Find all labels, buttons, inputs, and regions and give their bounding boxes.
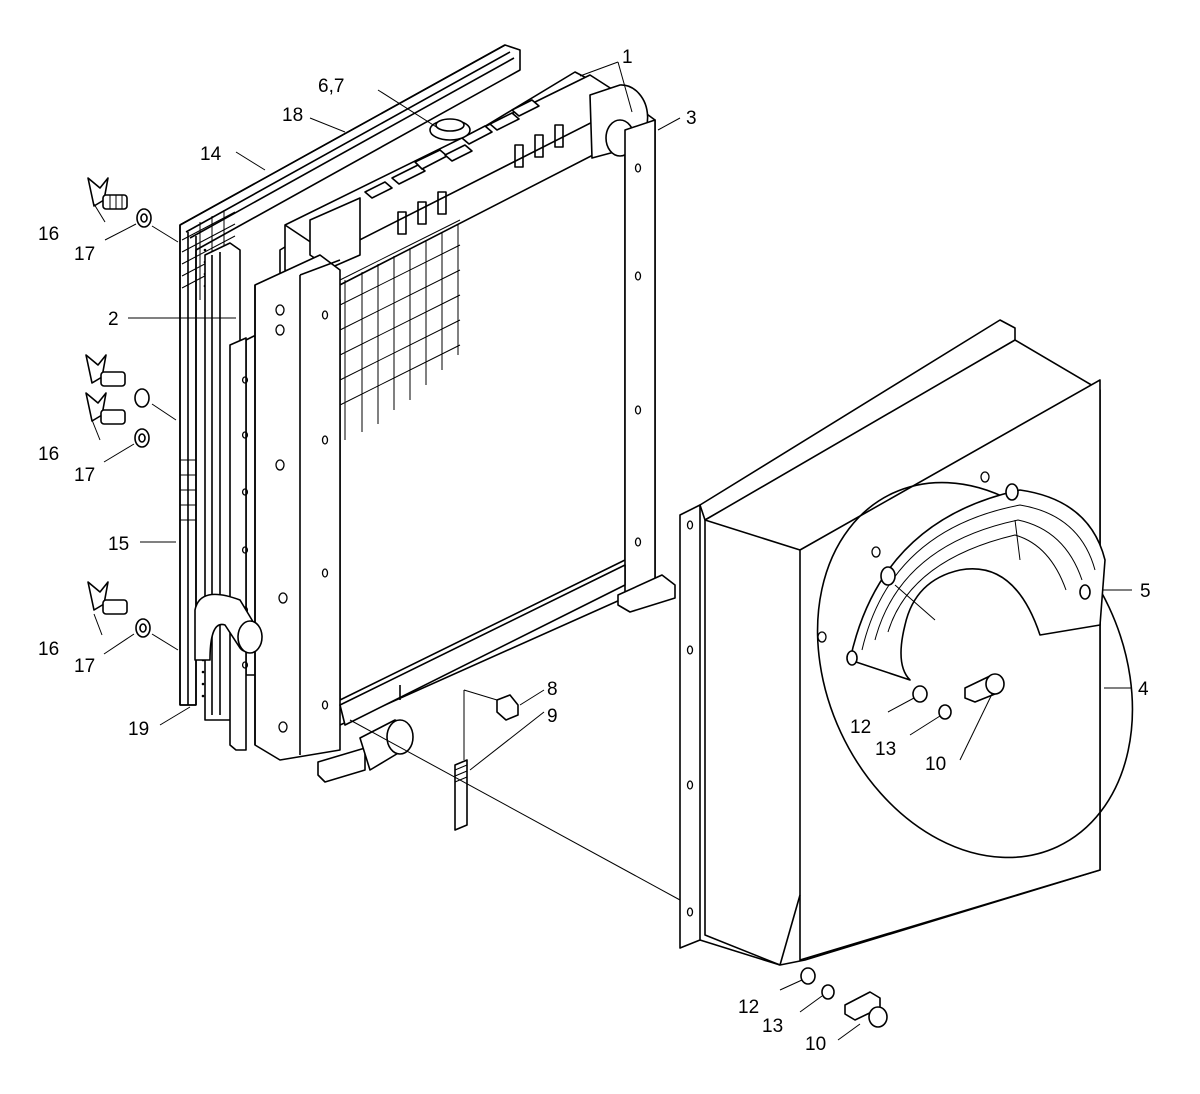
screen-panel — [179, 44, 521, 706]
callout-19: 19 — [128, 719, 149, 740]
shroud-bolts-lower — [800, 967, 888, 1028]
hose-pipe — [194, 593, 263, 661]
callout-6-7: 6,7 — [318, 76, 344, 97]
callout-4: 4 — [1138, 679, 1149, 700]
callout-labels: 1 2 3 4 5 6,7 8 9 10 10 12 12 13 13 14 1… — [38, 47, 1151, 1055]
callout-17-bottom: 17 — [74, 656, 95, 677]
callout-17-top: 17 — [74, 244, 95, 265]
radiator-core — [254, 71, 676, 783]
callout-14: 14 — [200, 144, 222, 165]
callout-15: 15 — [108, 534, 129, 555]
wing-bolt-group-bottom — [87, 581, 151, 638]
callout-5: 5 — [1140, 581, 1151, 602]
callout-2: 2 — [108, 309, 119, 330]
callout-13-upper: 13 — [875, 739, 896, 760]
callout-10-upper: 10 — [925, 754, 946, 775]
callout-1: 1 — [622, 47, 633, 68]
callout-12-upper: 12 — [850, 717, 871, 738]
callout-8: 8 — [547, 679, 558, 700]
callout-10-lower: 10 — [805, 1034, 826, 1055]
wing-bolt-group-top — [87, 177, 152, 228]
wing-bolt-group-middle — [85, 354, 150, 448]
callout-16-top: 16 — [38, 224, 59, 245]
callout-12-lower: 12 — [738, 997, 759, 1018]
callout-9: 9 — [547, 706, 558, 727]
callout-13-lower: 13 — [762, 1016, 783, 1037]
leader-lines — [91, 61, 1132, 1041]
callout-16-bottom: 16 — [38, 639, 59, 660]
callout-16-middle: 16 — [38, 444, 59, 465]
callout-3: 3 — [686, 108, 697, 129]
callout-17-middle: 17 — [74, 465, 95, 486]
drain-parts — [454, 694, 519, 831]
callout-18: 18 — [282, 105, 303, 126]
fan-shroud — [679, 319, 1134, 966]
